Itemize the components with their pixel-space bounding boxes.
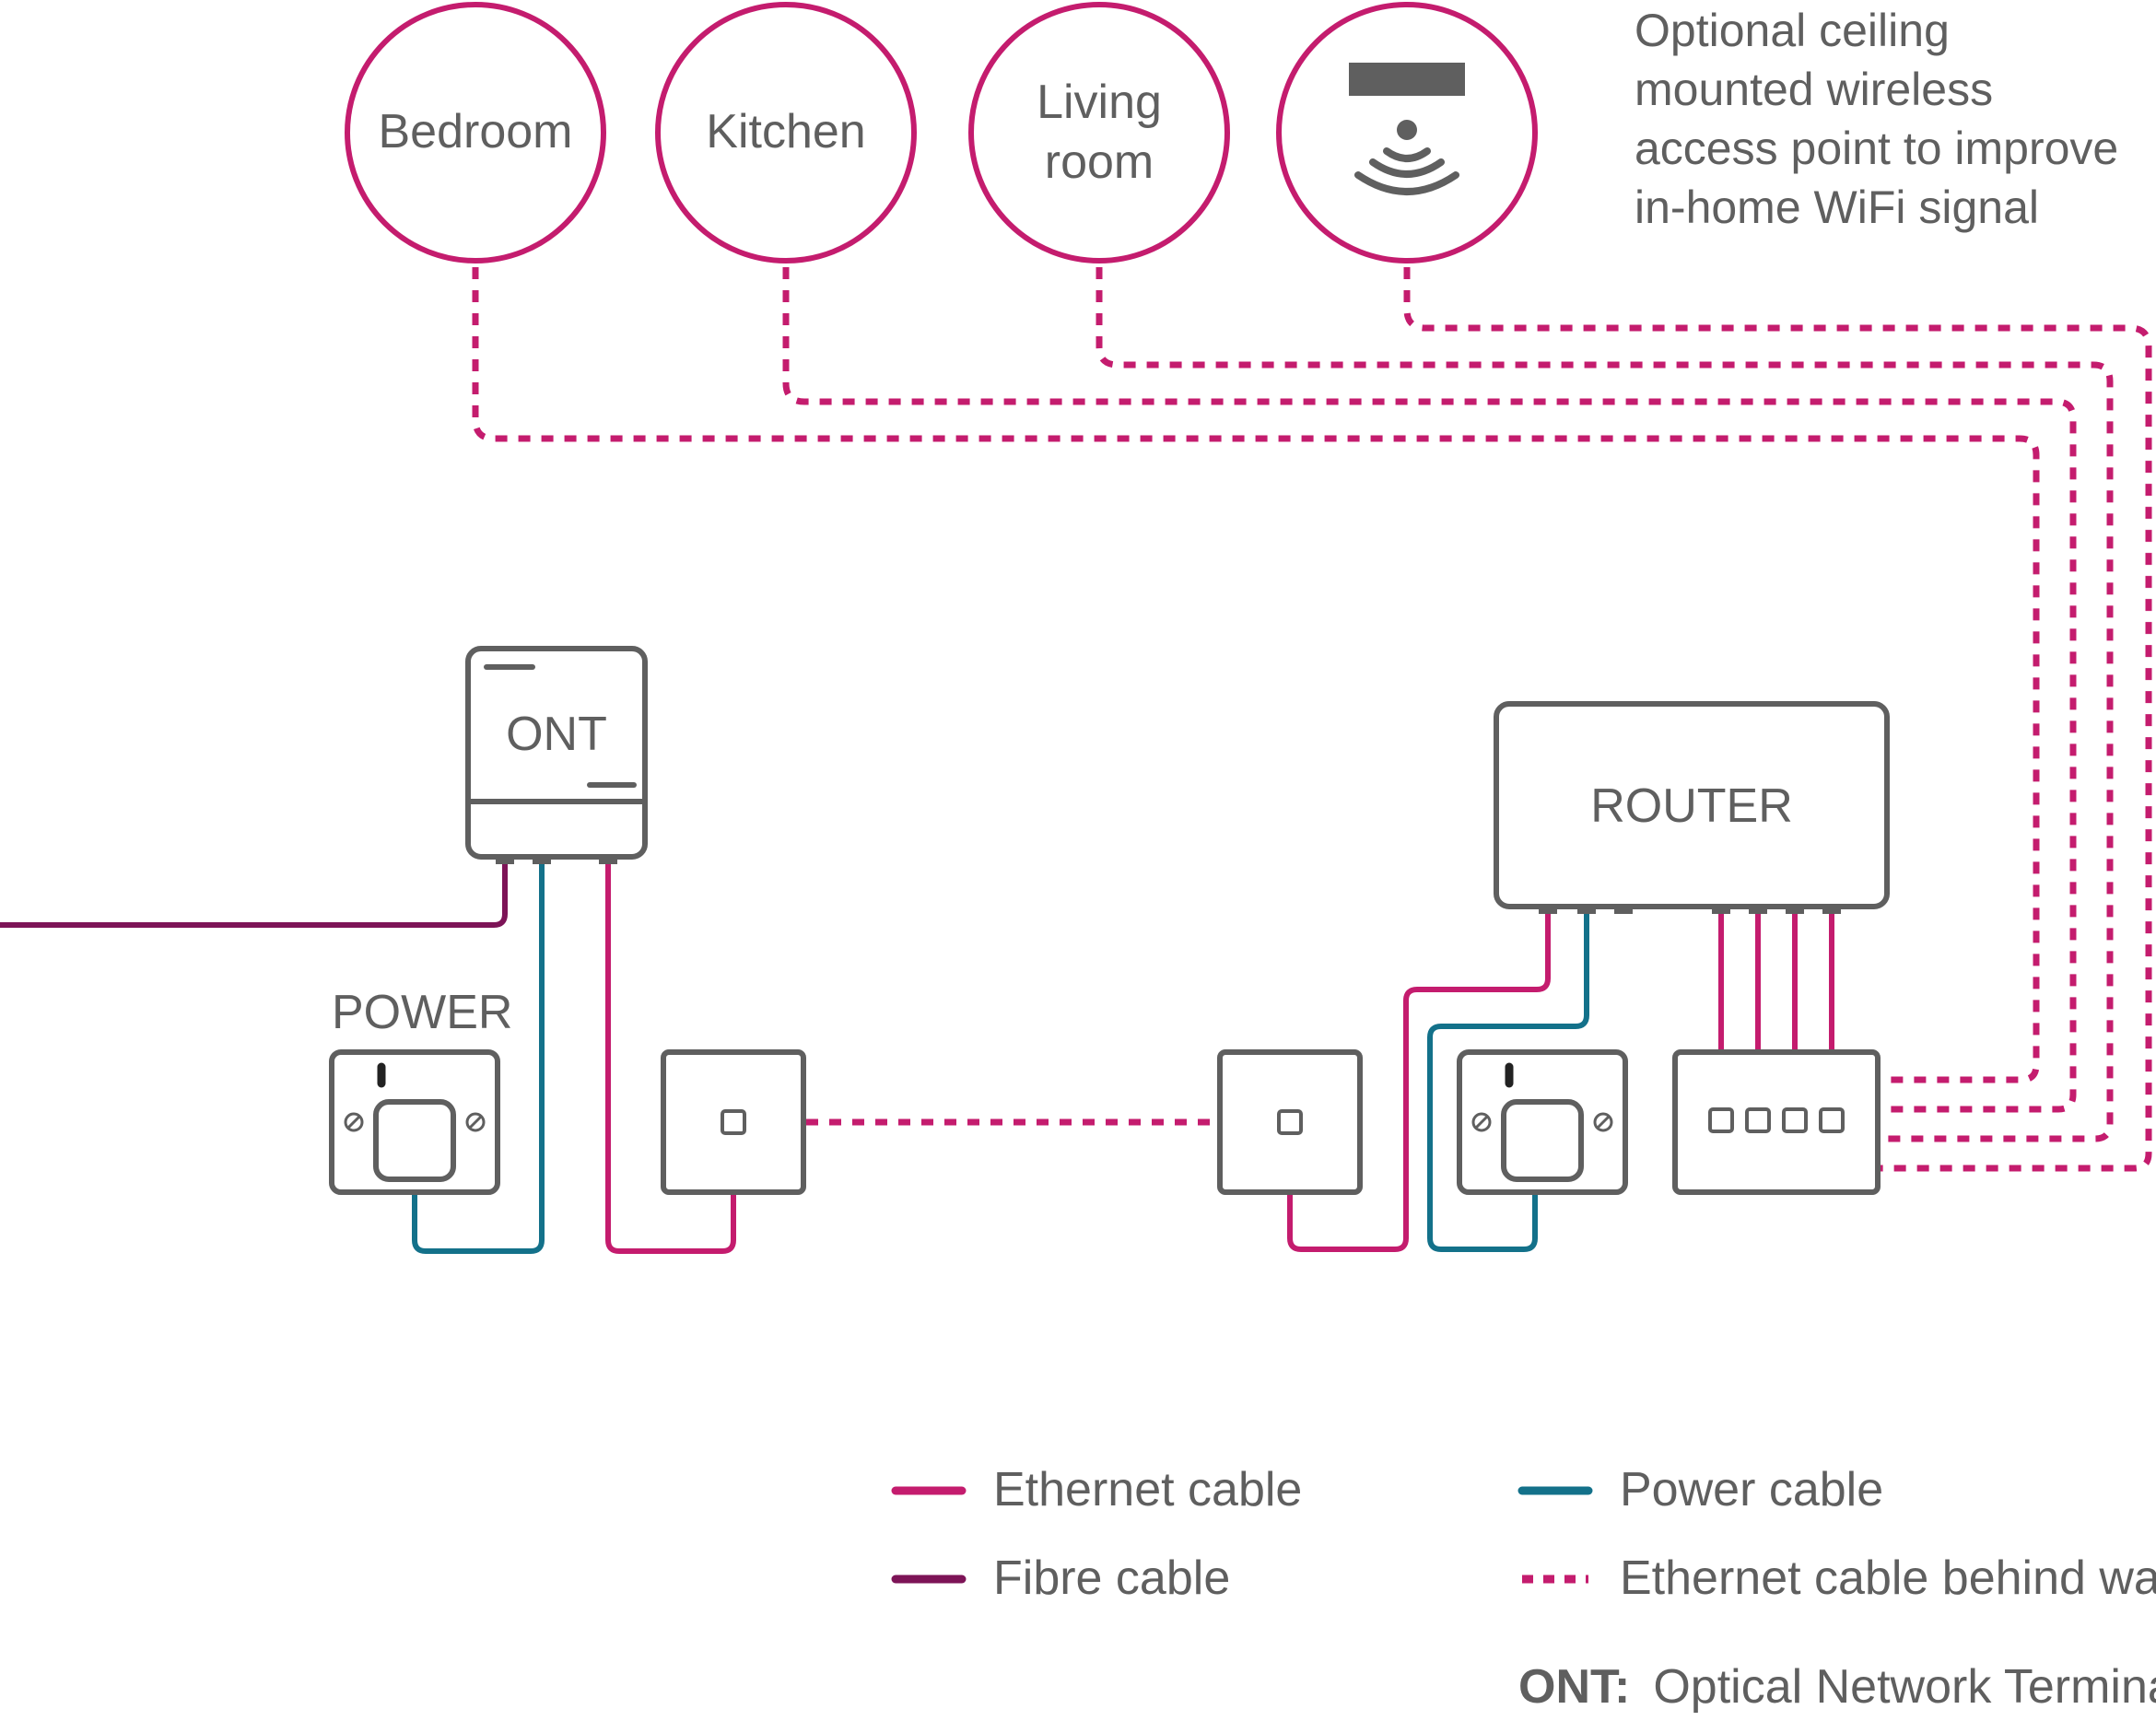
wall-run-kitchen <box>782 267 2077 1113</box>
room-kitchen-label: Kitchen <box>706 105 865 158</box>
multi-port-wall-plate <box>1672 1049 1881 1195</box>
ethernet-behind-wall-runs <box>472 267 2152 1172</box>
legend-power-label: Power cable <box>1620 1463 1883 1516</box>
ethernet-wall-socket-left <box>661 1049 806 1195</box>
room-living: Living room <box>968 2 1230 263</box>
power-socket-left <box>329 1049 500 1195</box>
room-living-label-line1: Living <box>1037 76 1162 129</box>
wifi-ceiling-icon <box>1349 63 1465 195</box>
wall-run-living <box>1096 267 2114 1142</box>
ont-ethernet-cable <box>605 862 736 1254</box>
note-line-2: mounted wireless <box>1635 64 1993 115</box>
legend-ont-definition-text: ONT: Optical Network Terminal <box>1518 1660 2156 1714</box>
router-power-cable <box>1427 912 1589 1252</box>
power-label: POWER <box>332 986 512 1039</box>
note-line-4: in-home WiFi signal <box>1635 181 2039 233</box>
legend-power: Power cable <box>1517 1463 1883 1516</box>
access-point-note: Optional ceiling mounted wireless access… <box>1635 5 2118 233</box>
fibre-cable <box>0 862 508 928</box>
room-living-label-line2: room <box>1045 135 1154 189</box>
legend-fibre-label: Fibre cable <box>993 1551 1230 1605</box>
legend: Ethernet cable Fibre cable Power cable E… <box>891 1463 2156 1714</box>
note-line-1: Optional ceiling <box>1635 5 1950 56</box>
wall-run-access-point <box>1403 267 2152 1172</box>
room-access-point <box>1276 2 1538 263</box>
router-ethernet-cable <box>1287 912 1551 1252</box>
ont-label: ONT <box>506 708 607 761</box>
router-label: ROUTER <box>1590 779 1793 833</box>
ethernet-wall-socket-right <box>1217 1049 1363 1195</box>
note-line-3: access point to improve <box>1635 123 2118 174</box>
router-device: ROUTER <box>1494 701 1890 914</box>
room-bedroom: Bedroom <box>345 2 606 263</box>
legend-ont-full: Optical Network Terminal <box>1653 1660 2156 1714</box>
room-kitchen: Kitchen <box>655 2 917 263</box>
legend-ont-definition: ONT: Optical Network Terminal <box>1518 1660 2156 1714</box>
ont-device: ONT <box>465 646 648 864</box>
legend-ethernet-label: Ethernet cable <box>993 1463 1302 1516</box>
legend-ethernet-wall-label: Ethernet cable behind wall <box>1620 1551 2156 1605</box>
legend-ethernet-wall: Ethernet cable behind wall <box>1522 1551 2156 1605</box>
legend-ont-abbr: ONT: <box>1518 1660 1630 1714</box>
wall-run-bedroom <box>472 267 2040 1083</box>
room-bedroom-label: Bedroom <box>379 105 573 158</box>
ont-power-cable <box>412 862 545 1254</box>
legend-fibre: Fibre cable <box>891 1551 1230 1605</box>
power-socket-right <box>1457 1049 1628 1195</box>
legend-ethernet: Ethernet cable <box>891 1463 1302 1516</box>
